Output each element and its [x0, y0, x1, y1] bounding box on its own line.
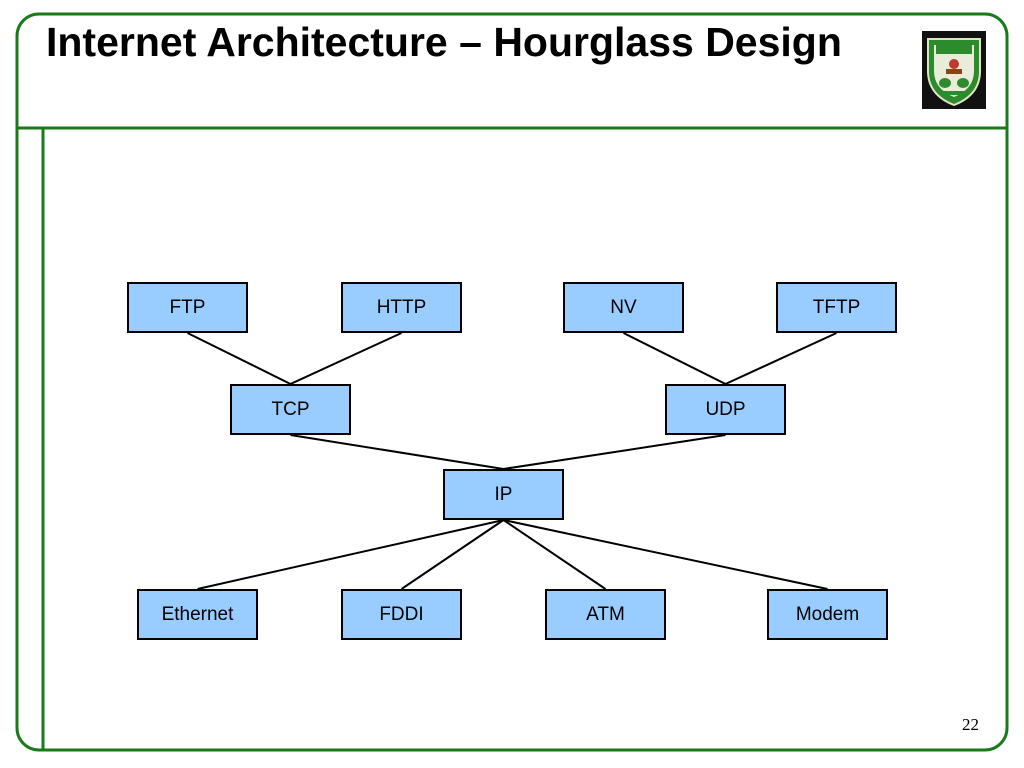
node-fddi: FDDI — [341, 589, 462, 640]
node-label-fddi: FDDI — [379, 603, 424, 625]
node-label-ethernet: Ethernet — [161, 603, 234, 625]
node-label-ftp: FTP — [169, 296, 206, 318]
node-http: HTTP — [341, 282, 462, 333]
node-tftp: TFTP — [776, 282, 897, 333]
edge-udp-ip — [503, 434, 726, 470]
edge-http-tcp — [290, 332, 402, 385]
node-ip: IP — [443, 469, 564, 520]
node-label-atm: ATM — [586, 603, 625, 625]
university-crest-icon — [922, 31, 986, 109]
edge-nv-udp — [623, 332, 726, 385]
edge-tcp-ip — [290, 434, 504, 470]
node-nv: NV — [563, 282, 684, 333]
edge-ftp-tcp — [187, 332, 291, 385]
node-atm: ATM — [545, 589, 666, 640]
node-label-tftp: TFTP — [812, 296, 861, 318]
edge-tftp-udp — [725, 332, 837, 385]
slide-number: 22 — [962, 715, 979, 734]
node-label-ip: IP — [494, 483, 513, 505]
edge-ip-atm — [502, 519, 607, 590]
node-udp: UDP — [665, 384, 786, 435]
node-label-tcp: TCP — [271, 398, 310, 420]
slide-border — [15, 12, 1009, 752]
node-label-nv: NV — [610, 296, 637, 318]
node-label-udp: UDP — [705, 398, 746, 420]
edge-ip-ethernet — [197, 519, 504, 590]
node-label-http: HTTP — [376, 296, 427, 318]
node-tcp: TCP — [230, 384, 351, 435]
node-label-modem: Modem — [795, 603, 860, 625]
edge-ip-fddi — [400, 519, 505, 590]
node-ethernet: Ethernet — [137, 589, 258, 640]
node-ftp: FTP — [127, 282, 248, 333]
edge-ip-modem — [503, 519, 828, 590]
node-modem: Modem — [767, 589, 888, 640]
slide-title: Internet Architecture – Hourglass Design — [46, 19, 842, 65]
